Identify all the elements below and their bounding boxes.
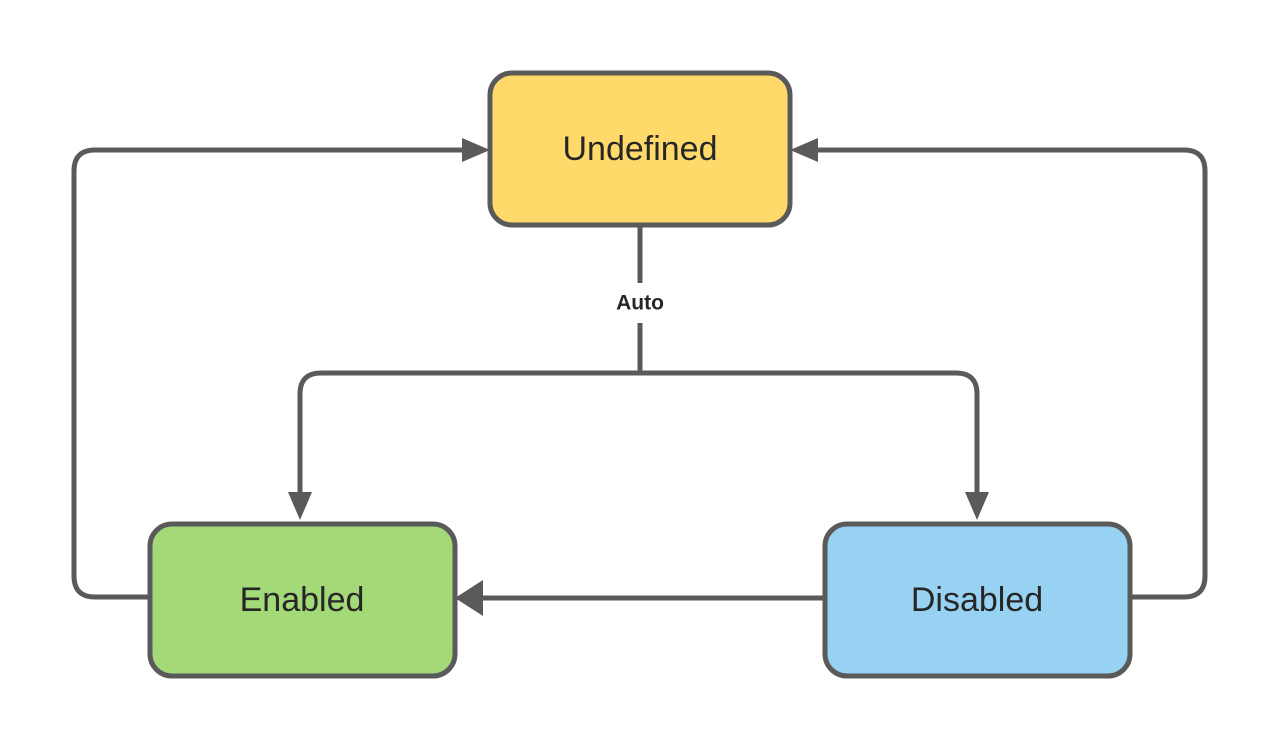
edge-label-auto: Auto — [616, 292, 664, 315]
edge-auto-to-enabled[interactable] — [288, 370, 640, 520]
edge-enabled-to-undefined[interactable] — [71, 138, 490, 600]
node-undefined-shape — [487, 70, 793, 228]
edge-label-auto-group: Auto — [596, 283, 684, 323]
arrowhead-into-enabled-right — [455, 580, 483, 616]
node-enabled[interactable]: Enabled — [147, 521, 458, 679]
node-enabled-shape — [147, 521, 458, 679]
arrowhead-into-undefined-left — [462, 138, 490, 162]
arrowhead-into-undefined-right — [790, 138, 818, 162]
edge-label-auto-backdrop — [596, 283, 684, 323]
arrowhead-into-disabled-top — [965, 492, 989, 520]
arrowhead-into-enabled-top — [288, 492, 312, 520]
node-undefined-label: Undefined — [562, 130, 717, 168]
edge-path-auto-to-enabled — [297, 370, 640, 492]
edge-path-auto-to-disabled — [640, 370, 980, 492]
edge-path-enabled-to-undefined — [71, 147, 462, 600]
edge-auto-to-disabled[interactable] — [640, 370, 989, 520]
node-disabled-label: Disabled — [911, 581, 1043, 619]
edge-disabled-to-undefined[interactable] — [790, 138, 1208, 600]
node-undefined[interactable]: Undefined — [487, 70, 793, 228]
node-disabled-shape — [822, 521, 1133, 679]
node-enabled-label: Enabled — [240, 581, 365, 619]
edge-path-disabled-to-undefined — [818, 147, 1208, 600]
node-disabled[interactable]: Disabled — [822, 521, 1133, 679]
